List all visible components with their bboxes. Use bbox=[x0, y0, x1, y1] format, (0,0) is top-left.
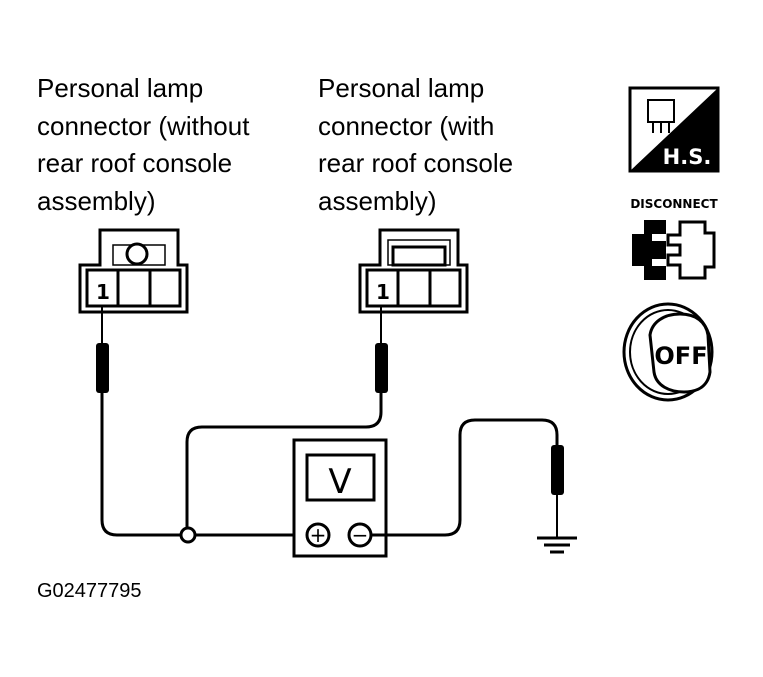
right-probe bbox=[185, 305, 388, 527]
voltmeter-letter: V bbox=[328, 462, 351, 502]
voltmeter-display bbox=[305, 453, 376, 502]
svg-text:DISCONNECT: DISCONNECT bbox=[630, 197, 718, 211]
ignition-off-icon: OFF bbox=[622, 302, 714, 402]
svg-text:−: − bbox=[352, 523, 369, 547]
right-connector: 1 bbox=[358, 228, 469, 314]
left-pin-number: 1 bbox=[96, 280, 110, 304]
left-probe bbox=[96, 305, 182, 537]
left-connector: 1 bbox=[78, 228, 189, 314]
connector-with-console-label: Personal lamp connector (with rear roof … bbox=[318, 73, 514, 216]
svg-text:+: + bbox=[310, 523, 327, 547]
voltmeter: V + − bbox=[292, 438, 388, 558]
ground-probe bbox=[551, 445, 564, 537]
hs-icon: H.S. bbox=[628, 86, 720, 173]
figure-id: G02477795 bbox=[37, 580, 142, 602]
connector-without-console-label: Personal lamp connector (without rear ro… bbox=[37, 73, 250, 216]
wire-junction bbox=[179, 526, 197, 544]
ground-icon bbox=[537, 536, 577, 554]
positive-terminal bbox=[305, 522, 331, 548]
hs-text: H.S. bbox=[663, 145, 712, 169]
disconnect-icon: DISCONNECT bbox=[630, 197, 718, 280]
connector-latch-icon bbox=[125, 242, 149, 266]
right-pin-number: 1 bbox=[376, 280, 390, 304]
key-off-text: OFF bbox=[654, 342, 707, 370]
